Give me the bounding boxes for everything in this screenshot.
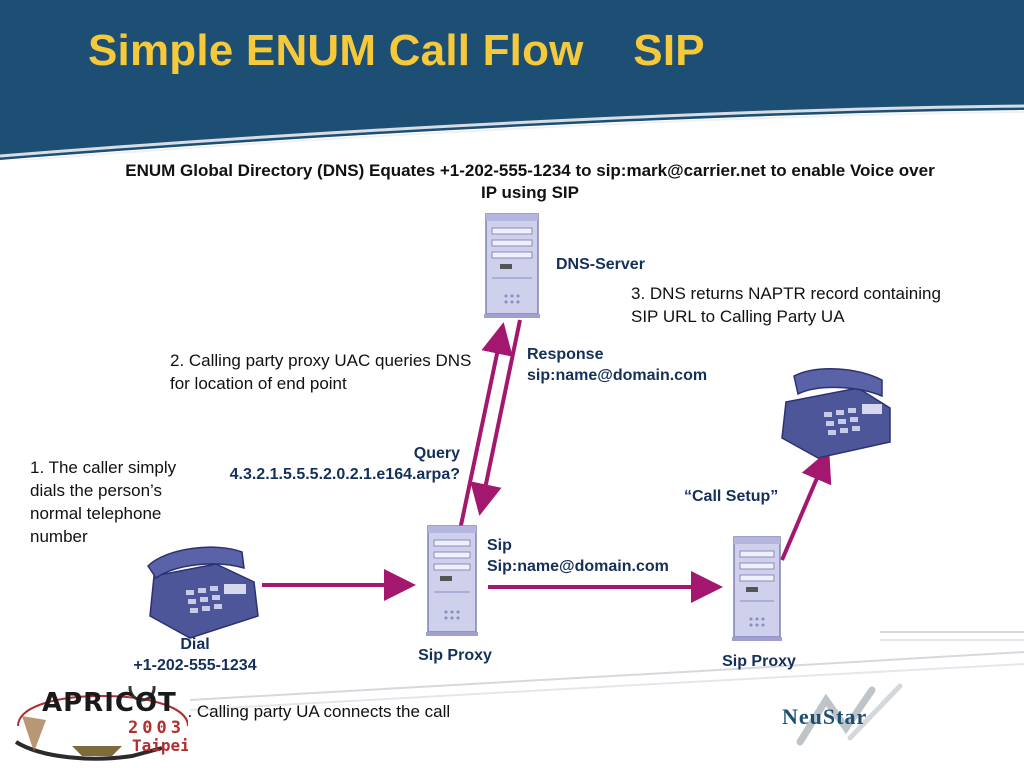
step-4-note: 4. Calling party UA connects the call <box>188 702 451 721</box>
call-setup-label: “Call Setup” <box>684 488 779 505</box>
query-domain: 4.3.2.1.5.5.5.2.0.2.1.e164.arpa? <box>229 466 460 483</box>
slide-title: Simple ENUM Call Flow SIP <box>88 26 705 75</box>
apricot-wordmark: APRICOT <box>42 688 177 718</box>
query-text: Query <box>413 445 460 462</box>
query-label: Query 4.3.2.1.5.5.5.2.0.2.1.e164.arpa? <box>200 443 460 485</box>
sip-uri: Sip:name@domain.com <box>487 558 669 575</box>
apricot-year: 2003 <box>128 718 185 738</box>
step-3-note: 3. DNS returns NAPTR record containing S… <box>631 284 941 326</box>
neustar-wordmark: NeuStar <box>782 704 868 729</box>
query-arrow <box>458 322 513 531</box>
step-1-note: 1. The caller simply dials the person’s … <box>30 458 177 546</box>
response-arrow <box>470 319 522 516</box>
sip-proxy-right-label: Sip Proxy <box>722 653 796 670</box>
sip-text: Sip <box>487 537 512 554</box>
header-band <box>0 0 1024 160</box>
sip-label: Sip Sip:name@domain.com <box>487 535 669 577</box>
dial-label: Dial +1-202-555-1234 <box>110 634 280 676</box>
apricot-logo: APRICOT 2003 Taipei <box>12 686 188 764</box>
neustar-swoosh <box>796 683 903 746</box>
sip-proxy-left-label: Sip Proxy <box>418 647 492 664</box>
step-2-note: 2. Calling party proxy UAC queries DNS f… <box>170 351 472 393</box>
dns-server-label: DNS-Server <box>556 256 645 273</box>
response-text: Response <box>527 346 604 363</box>
dial-text: Dial <box>180 636 210 653</box>
call-setup-arrow <box>780 449 832 561</box>
neustar-logo: NeuStar <box>760 680 980 760</box>
response-uri: sip:name@domain.com <box>527 367 708 384</box>
response-label: Response sip:name@domain.com <box>527 344 707 386</box>
dial-number: +1-202-555-1234 <box>133 657 257 674</box>
apricot-emblem <box>14 686 188 761</box>
diagram-subtitle: ENUM Global Directory (DNS) Equates +1-2… <box>125 161 935 202</box>
apricot-city: Taipei <box>132 736 188 755</box>
